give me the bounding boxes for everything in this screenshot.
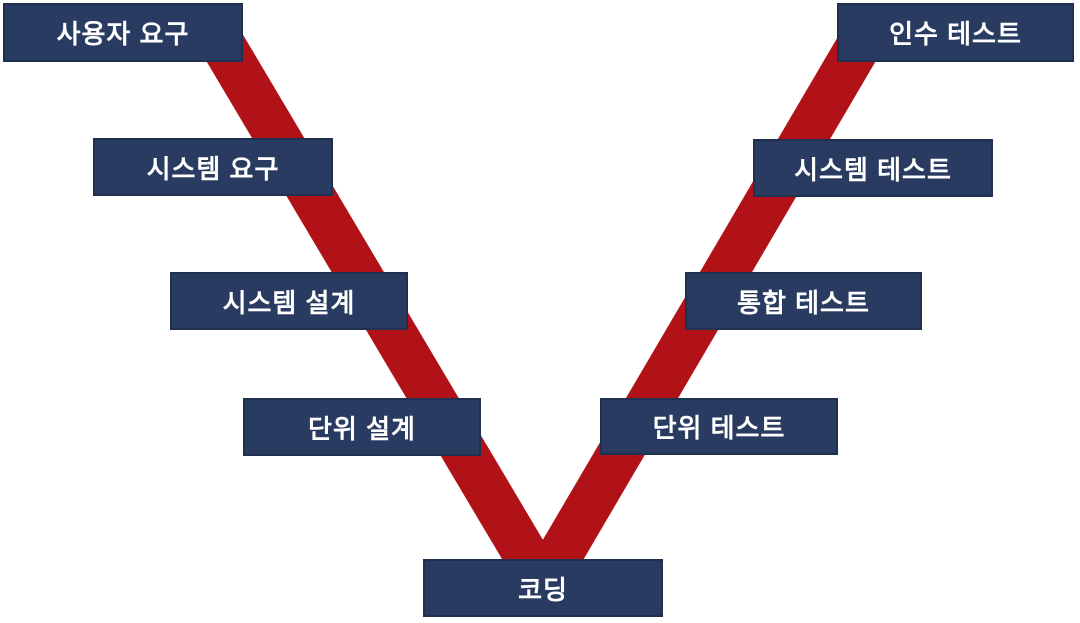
node-unit-design-label: 단위 설계 xyxy=(308,413,416,444)
node-acceptance-test: 인수 테스트 xyxy=(837,3,1074,62)
node-user-requirements: 사용자 요구 xyxy=(3,3,243,62)
node-acceptance-test-label: 인수 테스트 xyxy=(889,19,1022,49)
node-coding: 코딩 xyxy=(423,559,663,617)
node-system-test: 시스템 테스트 xyxy=(753,139,993,197)
node-system-design-label: 시스템 설계 xyxy=(222,287,356,318)
node-coding-label: 코딩 xyxy=(518,574,568,605)
node-system-test-label: 시스템 테스트 xyxy=(794,154,952,185)
node-unit-test: 단위 테스트 xyxy=(600,398,838,455)
node-integration-test-label: 통합 테스트 xyxy=(737,287,870,318)
node-system-requirements-label: 시스템 요구 xyxy=(146,153,280,184)
node-integration-test: 통합 테스트 xyxy=(685,272,922,330)
node-unit-design: 단위 설계 xyxy=(243,398,481,456)
node-unit-test-label: 단위 테스트 xyxy=(652,413,786,443)
node-system-requirements: 시스템 요구 xyxy=(93,138,333,196)
node-user-requirements-label: 사용자 요구 xyxy=(56,19,190,49)
node-system-design: 시스템 설계 xyxy=(170,272,408,330)
